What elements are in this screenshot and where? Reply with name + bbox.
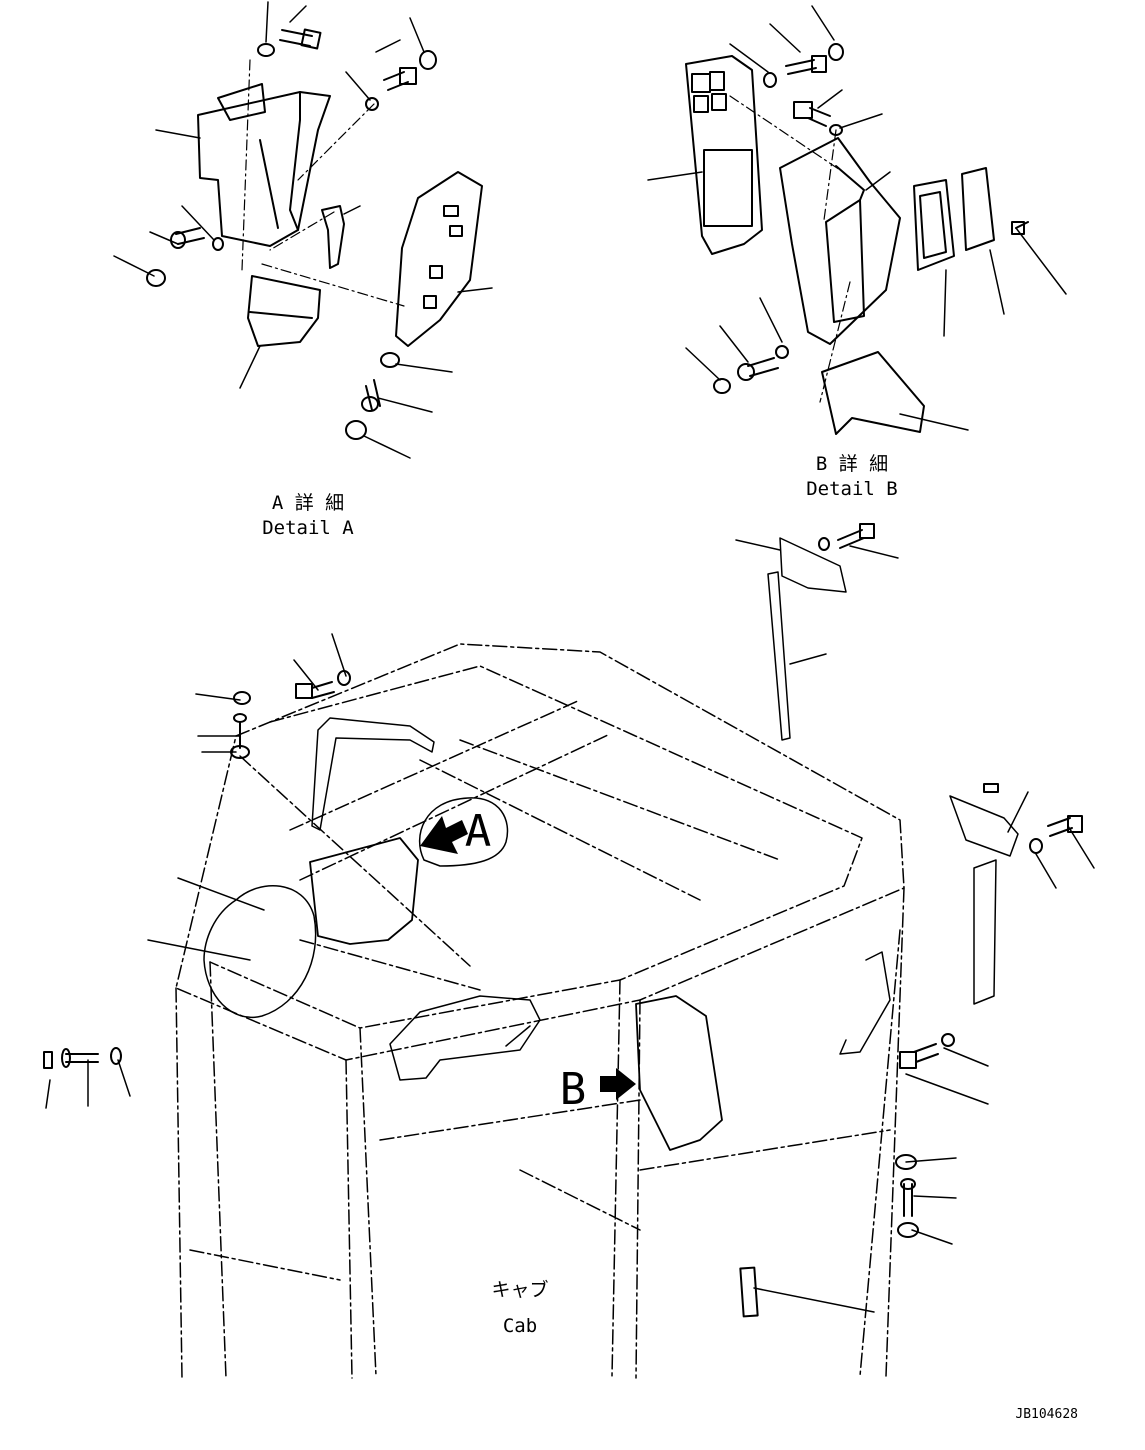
detail-a-group [113,1,493,459]
cab-pillar-strip [973,859,997,1005]
detail-b-bracket [779,137,901,345]
callout-b-letter: B [560,1064,587,1115]
detail-b-gasket [913,179,955,271]
cab-jp-label: キャブ [491,1278,548,1301]
detail-b-group [647,5,1067,435]
detail-b-en-label: Detail B [806,478,898,500]
detail-a-lower-cover [247,275,321,347]
detail-a-side-cover [395,171,483,347]
cab-en-label: Cab [503,1315,537,1337]
detail-b-jp-label: B 詳 細 [816,453,888,475]
drawing-number: JB104628 [1015,1407,1078,1422]
detail-a-clip [321,205,345,269]
detail-a-cover-plate [197,91,331,247]
callout-a-arrow [420,816,468,854]
detail-b-lower-plate [821,351,925,435]
cab-detail-a-assembly [309,837,419,945]
cab-frame [43,523,1095,1379]
detail-a-bolt [279,29,313,47]
cab-rod [767,571,791,741]
cab-left-cover [203,885,317,1019]
detail-a-jp-label: A 詳 細 [272,492,344,514]
detail-b-long-panel [685,55,763,255]
cab-mirror-pad [389,995,541,1081]
detail-b-cover [961,167,995,251]
cab-top-bracket [779,537,847,593]
callout-a-letter: A [465,806,492,857]
callout-b-arrow [600,1068,636,1100]
cab-right-clip [949,795,1019,857]
detail-a-en-label: Detail A [262,517,354,539]
cab-detail-b-assembly [635,995,723,1151]
